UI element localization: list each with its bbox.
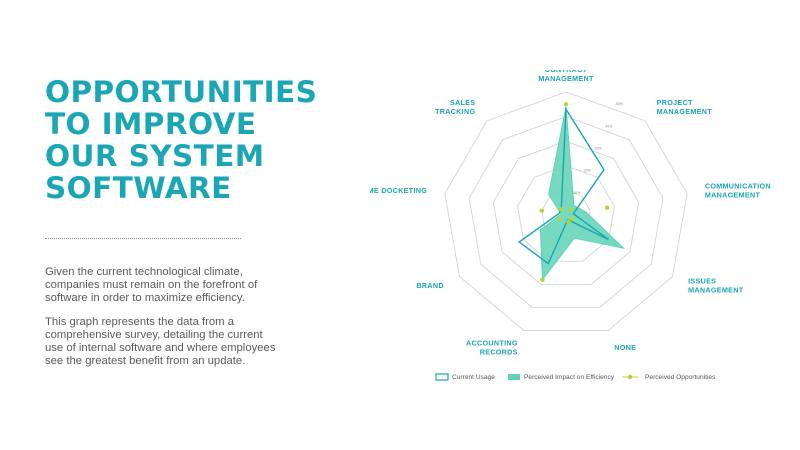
legend-usage-swatch (435, 373, 449, 381)
opportunity-point (566, 219, 571, 225)
axis-label: ISSUES (688, 277, 716, 286)
axis-label: COMMUNICATION (705, 182, 771, 191)
axis-label: NONE (614, 343, 636, 352)
page-title-line: TO IMPROVE (45, 107, 257, 141)
axis-label: TIME DOCKETING (370, 186, 427, 195)
radar-chart: 10%20%30%40%50%CONTRACTMANAGEMENTPROJECT… (370, 70, 771, 381)
legend-impact-swatch (508, 374, 520, 380)
axis-label: MANAGEMENT (688, 286, 744, 295)
opportunity-point (604, 205, 610, 210)
axis-label: MANAGEMENT (657, 107, 713, 116)
legend-opportunities-label: Perceived Opportunities (645, 374, 716, 381)
legend-usage-label: Current Usage (452, 374, 495, 381)
opportunity-point (568, 207, 573, 212)
series-usage-line (517, 106, 610, 265)
page-title-line: OUR SYSTEM (45, 139, 265, 173)
grid-ring (444, 91, 688, 331)
axis-label: TRACKING (435, 107, 475, 116)
axis-label: RECORDS (480, 347, 518, 356)
axis-label: PROJECT (657, 98, 693, 107)
ring-tick-label: 50% (616, 102, 624, 106)
ring-tick-label: 10% (573, 191, 581, 195)
axis-label: MANAGEMENT (538, 74, 594, 83)
ring-tick-label: 40% (605, 124, 613, 128)
axis-label: CONTRACT (545, 70, 588, 74)
opportunity-point (570, 216, 575, 221)
ring-tick-label: 30% (594, 147, 602, 151)
axis-label: BRAND (416, 281, 443, 290)
opportunity-point (563, 102, 569, 107)
page-title-line: SOFTWARE (45, 171, 232, 205)
opportunity-point (540, 277, 545, 282)
intro-paragraph-line: companies must remain on the forefront o… (45, 279, 258, 291)
grid-ring (468, 116, 664, 308)
opportunity-point (559, 207, 564, 212)
legend-impact-label: Perceived Impact on Efficiency (524, 374, 615, 381)
description-paragraph-line: comprehensive survey, detailing the curr… (45, 329, 263, 341)
divider (45, 238, 241, 239)
axis-label: SALES (450, 98, 475, 107)
legend-opportunities-marker (627, 374, 633, 380)
opportunity-point (557, 216, 562, 221)
grid-ring (517, 165, 615, 262)
intro-paragraph-line: software in order to maximize efficiency… (45, 292, 245, 304)
description-paragraph-line: see the greatest benefit from an update. (45, 355, 246, 367)
description-paragraph-line: use of internal software and where emplo… (45, 342, 276, 354)
opportunity-point (539, 208, 544, 213)
page-title-line: OPPORTUNITIES (45, 75, 318, 109)
axis-label: MANAGEMENT (705, 191, 761, 200)
intro-paragraph: Given the current technological climate,… (45, 266, 295, 305)
grid-ring (492, 140, 640, 285)
axis-label: ACCOUNTING (466, 338, 518, 347)
intro-paragraph-line: Given the current technological climate, (45, 266, 243, 278)
description-paragraph-line: This graph represents the data from a (45, 316, 235, 328)
ring-tick-label: 20% (584, 169, 592, 173)
